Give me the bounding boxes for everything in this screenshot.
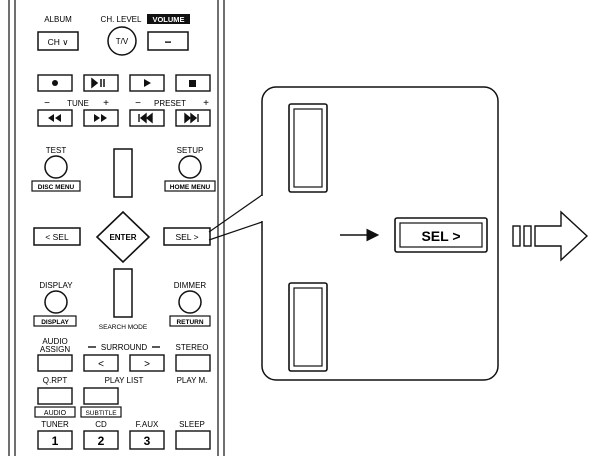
svg-text:3: 3 [144, 434, 151, 448]
svg-text:ENTER: ENTER [109, 233, 136, 242]
play-m-label: PLAY M. [177, 376, 208, 385]
stereo-button[interactable] [175, 354, 211, 372]
home-menu-label: HOME MENU [170, 184, 211, 191]
surround-left-button[interactable]: < [83, 354, 119, 372]
svg-text:CH ∨: CH ∨ [48, 37, 69, 47]
play-pause-icon [91, 77, 105, 89]
svg-text:< SEL: < SEL [45, 232, 69, 242]
dimmer-button[interactable] [178, 290, 202, 314]
subtitle-badge [80, 406, 122, 418]
audio-assign-button[interactable] [37, 354, 73, 372]
volume-down-button[interactable]: − [147, 31, 189, 51]
surround-label: SURROUND [101, 343, 147, 352]
up-nav-button[interactable] [113, 148, 133, 198]
display-button[interactable] [44, 290, 68, 314]
skip-back-icon [138, 112, 153, 124]
cd-label: CD [95, 420, 107, 429]
audio-button[interactable] [37, 387, 73, 405]
number-3-button[interactable]: 3 [129, 430, 165, 450]
skip-forward-button[interactable] [175, 109, 211, 127]
disc-menu-badge [31, 180, 81, 192]
sleep-button[interactable] [175, 430, 211, 450]
zoom-up-key [288, 103, 328, 193]
zoom-down-key [288, 282, 328, 372]
audio-assign-label-2: ASSIGN [40, 345, 70, 354]
audio-badge-label: AUDIO [44, 410, 67, 417]
down-nav-button[interactable] [113, 268, 133, 318]
zoom-sel-right-button: SEL > [394, 217, 488, 253]
svg-text:−: − [164, 35, 171, 49]
search-mode-label: SEARCH MODE [99, 324, 148, 331]
enter-button[interactable]: ENTER [95, 210, 151, 264]
display-label: DISPLAY [39, 281, 73, 290]
preset-plus: + [203, 98, 209, 109]
audio-assign-label-1: AUDIO [42, 337, 67, 346]
volume-label: VOLUME [152, 15, 184, 24]
number-2-button[interactable]: 2 [83, 430, 119, 450]
subtitle-badge-label: SUBTITLE [85, 410, 117, 417]
q-rpt-label: Q.RPT [43, 376, 68, 385]
tv-button[interactable]: T/V [107, 26, 137, 56]
faux-label: F.AUX [136, 420, 159, 429]
rewind-icon [48, 114, 61, 122]
number-1-button[interactable]: 1 [37, 430, 73, 450]
skip-back-button[interactable] [129, 109, 165, 127]
home-menu-badge [164, 180, 216, 192]
svg-text:<: < [98, 359, 104, 370]
play-list-label: PLAY LIST [105, 376, 144, 385]
svg-text:1: 1 [52, 434, 59, 448]
ch-down-button[interactable]: CH ∨ [37, 31, 79, 51]
album-label: ALBUM [44, 15, 72, 24]
volume-badge [147, 14, 190, 24]
display-badge [33, 315, 77, 327]
svg-text:SEL >: SEL > [175, 232, 198, 242]
tune-plus: + [103, 98, 109, 109]
setup-label: SETUP [177, 146, 204, 155]
test-label: TEST [46, 146, 67, 155]
disc-menu-label: DISC MENU [38, 184, 75, 191]
tune-label: TUNE [67, 99, 89, 108]
setup-button[interactable] [178, 155, 202, 179]
stop-button[interactable] [175, 74, 211, 92]
ch-level-label: CH. LEVEL [101, 15, 142, 24]
surround-right-button[interactable]: > [129, 354, 165, 372]
svg-text:2: 2 [98, 434, 105, 448]
test-button[interactable] [44, 155, 68, 179]
preset-label: PRESET [154, 99, 186, 108]
preset-minus: − [135, 98, 141, 109]
fast-forward-button[interactable] [83, 109, 119, 127]
tune-minus: − [44, 98, 50, 109]
dimmer-label: DIMMER [174, 281, 207, 290]
next-step-arrow-icon [512, 210, 589, 262]
skip-forward-icon [184, 112, 199, 124]
remote-body [8, 0, 225, 456]
stop-icon [189, 80, 196, 87]
rewind-button[interactable] [37, 109, 73, 127]
display-badge-label: DISPLAY [41, 319, 69, 326]
svg-text:>: > [144, 359, 150, 370]
play-icon [144, 79, 151, 87]
subtitle-button[interactable] [83, 387, 119, 405]
sel-left-button[interactable]: < SEL [33, 227, 81, 246]
tuner-label: TUNER [41, 420, 69, 429]
record-icon [52, 80, 58, 86]
play-button[interactable] [129, 74, 165, 92]
audio-badge [34, 406, 76, 418]
callout-gap [261, 196, 264, 221]
play-pause-button[interactable] [83, 74, 119, 92]
zoom-sel-right-label: SEL > [421, 228, 460, 244]
sleep-label: SLEEP [179, 420, 205, 429]
stereo-label: STEREO [176, 343, 209, 352]
return-badge [169, 315, 211, 327]
svg-text:T/V: T/V [116, 37, 129, 46]
record-button[interactable] [37, 74, 73, 92]
return-badge-label: RETURN [176, 319, 203, 326]
fast-forward-icon [94, 114, 107, 122]
sel-right-button[interactable]: SEL > [163, 227, 211, 246]
